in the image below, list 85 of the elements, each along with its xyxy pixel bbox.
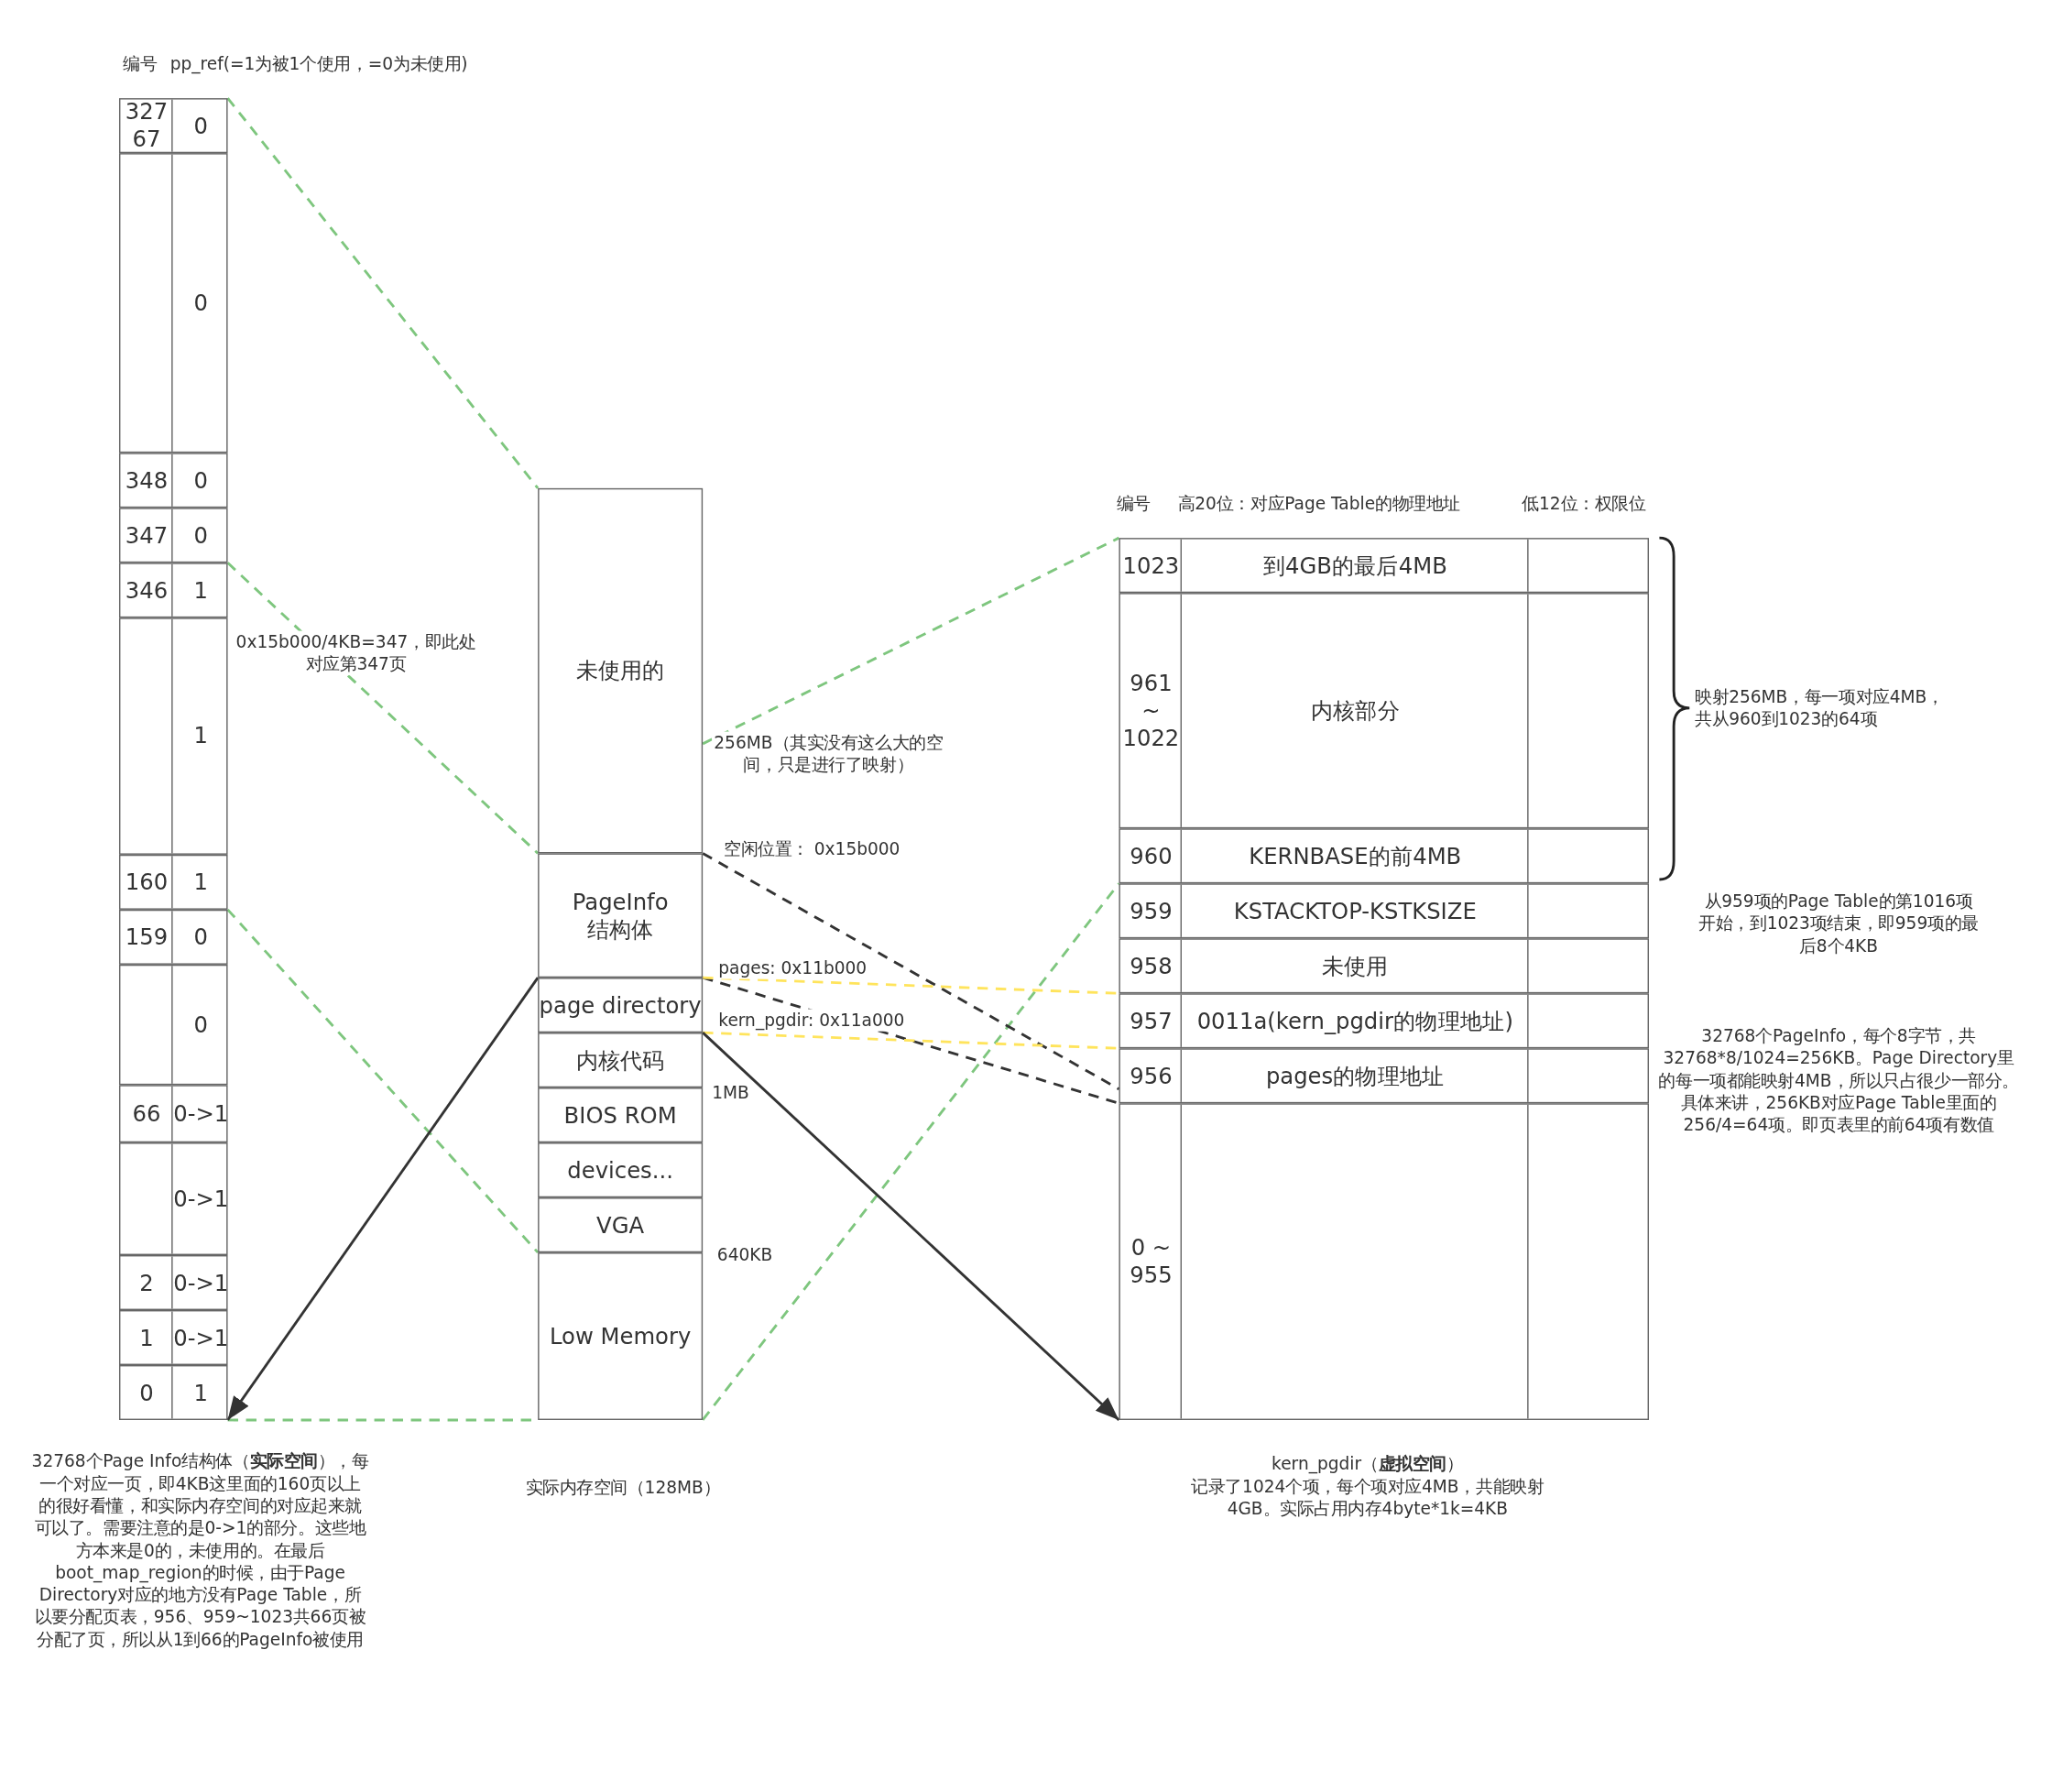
ref-count: 1 — [192, 867, 209, 897]
entry-description: pages的物理地址 — [1264, 1061, 1446, 1090]
table-row — [119, 508, 228, 563]
table-row — [119, 563, 228, 618]
ref-count: 0 — [192, 520, 209, 550]
index-number: 1023 — [1121, 551, 1181, 580]
ref-count: 1 — [192, 721, 209, 751]
entry-description: KSTACKTOP-KSTKSIZE — [1232, 896, 1478, 925]
table-row — [1119, 828, 1649, 884]
memory-region: PageInfo 结构体 — [538, 853, 704, 978]
ref-count: 0->1 — [172, 1184, 229, 1214]
entry-description: 到4GB的最后4MB — [1261, 551, 1448, 580]
index-number: 959 — [1129, 896, 1173, 925]
ref-count: 1 — [192, 1378, 209, 1407]
column-header: 编号 — [123, 52, 158, 75]
table-row — [1119, 993, 1649, 1049]
index-number: 2 — [138, 1268, 155, 1297]
table-row — [1119, 883, 1649, 939]
memory-region: VGA — [538, 1197, 704, 1253]
index-number: 961 ~ 1022 — [1121, 668, 1181, 753]
edge-label: kern_pgdir: 0x11a000 — [718, 1009, 905, 1032]
memory-region: 未使用的 — [538, 487, 704, 854]
ref-count: 0->1 — [172, 1268, 229, 1297]
table-row — [119, 1142, 228, 1255]
column-header: 低12位：权限位 — [1522, 492, 1646, 515]
column-header: 高20位：对应Page Table的物理地址 — [1177, 492, 1460, 515]
index-number: 957 — [1129, 1006, 1173, 1035]
index-number: 159 — [124, 922, 169, 952]
entry-description: 内核部分 — [1309, 695, 1401, 726]
index-number: 960 — [1129, 841, 1173, 870]
ref-count: 0 — [192, 465, 209, 495]
table-row — [119, 1255, 228, 1310]
index-number: 0 — [138, 1378, 155, 1407]
ref-count: 0 — [192, 922, 209, 952]
table-row — [1119, 1048, 1649, 1104]
entry-description: 未使用 — [1320, 951, 1390, 980]
table-row — [119, 854, 228, 910]
table-row — [119, 1310, 228, 1365]
dashed-line — [702, 536, 1120, 746]
table-row — [119, 1085, 228, 1143]
table-row — [119, 909, 228, 965]
table-row — [1119, 593, 1649, 829]
index-number: 956 — [1129, 1061, 1173, 1090]
index-number: 1 — [138, 1323, 155, 1352]
memory-region: page directory — [538, 978, 704, 1033]
index-number: 958 — [1129, 951, 1173, 980]
index-number: 348 — [124, 465, 169, 495]
index-number: 0 ~ 955 — [1129, 1233, 1173, 1290]
table-row — [119, 964, 228, 1086]
dashed-line — [702, 852, 1120, 1090]
memory-region: devices... — [538, 1142, 704, 1198]
memory-region: BIOS ROM — [538, 1087, 704, 1143]
ref-count: 0 — [192, 111, 209, 140]
index-number: 347 — [124, 520, 169, 550]
index-number: 160 — [124, 867, 169, 897]
ref-count: 0->1 — [172, 1098, 229, 1129]
table-row — [1119, 1103, 1649, 1420]
index-number: 66 — [131, 1098, 162, 1129]
table-row — [119, 453, 228, 508]
table-caption: 32768个Page Info结构体（实际空间），每一个对应一页，即4KB这里面的160页以上的很好看懂，和实际内存空间的对应起来就可以了。需要注意的是0->1的部分。这些地方本来是0的，未使用的。在最后boot_map_region的时候，由于Page Directory对应的地方没有Page Table，所以要分配页表，956、959~1023共66页被分配了页，所以从1到66的PageInfo被使用 — [31, 1449, 369, 1651]
index-number: 346 — [124, 575, 169, 605]
table-row — [119, 98, 228, 154]
entry-description: 0011a(kern_pgdir的物理地址) — [1195, 1006, 1514, 1036]
table-row — [1119, 938, 1649, 994]
arrow — [702, 1032, 1120, 1422]
column-header: pp_ref(=1为被1个使用，=0为未使用) — [169, 52, 468, 75]
index-number: 32767 — [124, 99, 169, 152]
table-row — [119, 1365, 228, 1420]
table-row — [1119, 538, 1649, 594]
ref-count: 0 — [192, 288, 209, 318]
ref-count: 0 — [192, 1010, 209, 1040]
dashed-line — [226, 97, 540, 489]
dashed-line — [226, 908, 540, 1254]
table-row — [119, 153, 228, 453]
dashed-line — [226, 562, 540, 855]
edge-label: 空闲位置： 0x15b000 — [724, 837, 900, 860]
memory-region: Low Memory — [538, 1252, 704, 1420]
note-text: 256MB（其实没有这么大的空间，只是进行了映射） — [712, 731, 945, 777]
entry-description: KERNBASE的前4MB — [1248, 841, 1463, 870]
dashed-line — [702, 882, 1120, 1421]
memory-region: 内核代码 — [538, 1033, 704, 1088]
ref-count: 0->1 — [172, 1323, 229, 1352]
ref-count: 1 — [192, 575, 209, 605]
arrow — [226, 977, 540, 1421]
column-header: 编号 — [1116, 492, 1151, 515]
